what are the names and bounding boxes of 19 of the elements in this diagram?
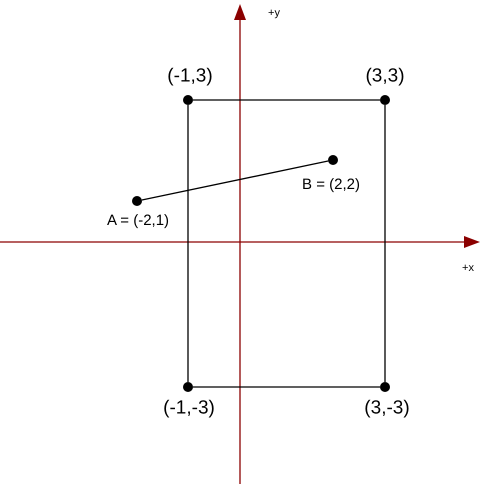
point-dot (183, 95, 193, 105)
point-label: (-1,3) (167, 66, 213, 88)
line-segment (187, 105, 189, 382)
line-segment (193, 386, 380, 388)
point-label: B = (2,2) (302, 176, 360, 194)
axis-label: +x (462, 262, 474, 274)
point-label: A = (-2,1) (106, 212, 170, 230)
line-segment (193, 99, 380, 101)
line-segment (384, 105, 386, 382)
point-label: (3,3) (365, 66, 405, 88)
point-dot (328, 155, 338, 165)
point-dot (380, 95, 390, 105)
point-label: (3,-3) (364, 398, 410, 420)
point-dot (183, 382, 193, 392)
point-dot (380, 382, 390, 392)
axis-label: +y (268, 7, 280, 19)
point-label: (-1,-3) (163, 398, 215, 420)
point-dot (132, 196, 142, 206)
line-segment (142, 160, 328, 201)
